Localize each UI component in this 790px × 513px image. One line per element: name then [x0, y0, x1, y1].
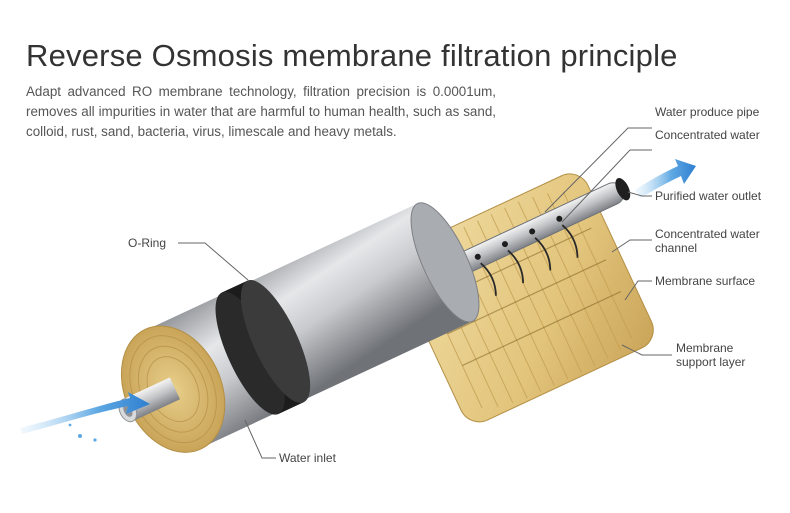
label-membrane-support-layer-line2: support layer — [676, 355, 746, 369]
water-inlet-stream — [20, 392, 150, 442]
label-concentrated-water-channel-line2: channel — [655, 241, 698, 255]
membrane-housing — [118, 202, 480, 453]
label-o-ring: O-Ring — [128, 236, 167, 250]
label-water-inlet: Water inlet — [279, 451, 336, 465]
page-title: Reverse Osmosis membrane filtration prin… — [26, 38, 678, 73]
description-text: Adapt advanced RO membrane technology, f… — [26, 84, 496, 139]
label-membrane-support-layer-line1: Membrane — [676, 341, 734, 355]
leader-lines — [178, 127, 672, 459]
label-concentrated-water: Concentrated water — [655, 128, 760, 142]
label-purified-water-outlet: Purified water outlet — [655, 189, 762, 203]
purified-water-stream — [635, 159, 696, 198]
label-concentrated-water-channel-line1: Concentrated water — [655, 227, 760, 241]
label-water-produce-pipe: Water produce pipe — [655, 105, 760, 119]
label-membrane-surface: Membrane surface — [655, 274, 756, 288]
